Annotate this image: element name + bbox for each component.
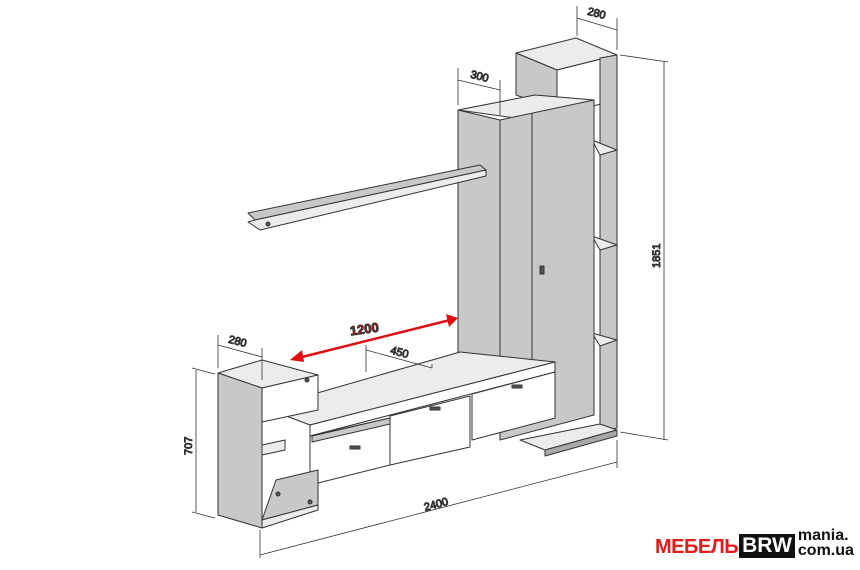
tv-unit: [264, 351, 556, 486]
wall-shelf: [247, 164, 487, 231]
dim-2400: 2400: [423, 496, 450, 514]
dimension-1200-arrow: [290, 314, 458, 362]
dim-707: 707: [183, 437, 195, 455]
dim-1851: 1851: [651, 244, 663, 268]
dim-450: 450: [389, 345, 410, 361]
logo-site: mania. com.ua: [797, 527, 854, 559]
logo-brw: BRW: [739, 534, 795, 558]
tall-bookcase: [515, 37, 618, 457]
door-handle: [539, 265, 545, 275]
left-cabinet: [217, 359, 319, 529]
dimension-lines: [191, 6, 669, 558]
logo-site-line1: mania.: [797, 527, 849, 544]
site-logo: МЕБЕЛЬ BRW mania. com.ua: [655, 518, 854, 559]
dim-280-top: 280: [586, 6, 607, 22]
logo-mebel: МЕБЕЛЬ: [655, 536, 739, 558]
logo-site-line2: com.ua: [797, 542, 854, 559]
dim-300: 300: [469, 69, 490, 85]
dim-1200: 1200: [349, 320, 380, 339]
dim-280-left: 280: [227, 334, 248, 350]
